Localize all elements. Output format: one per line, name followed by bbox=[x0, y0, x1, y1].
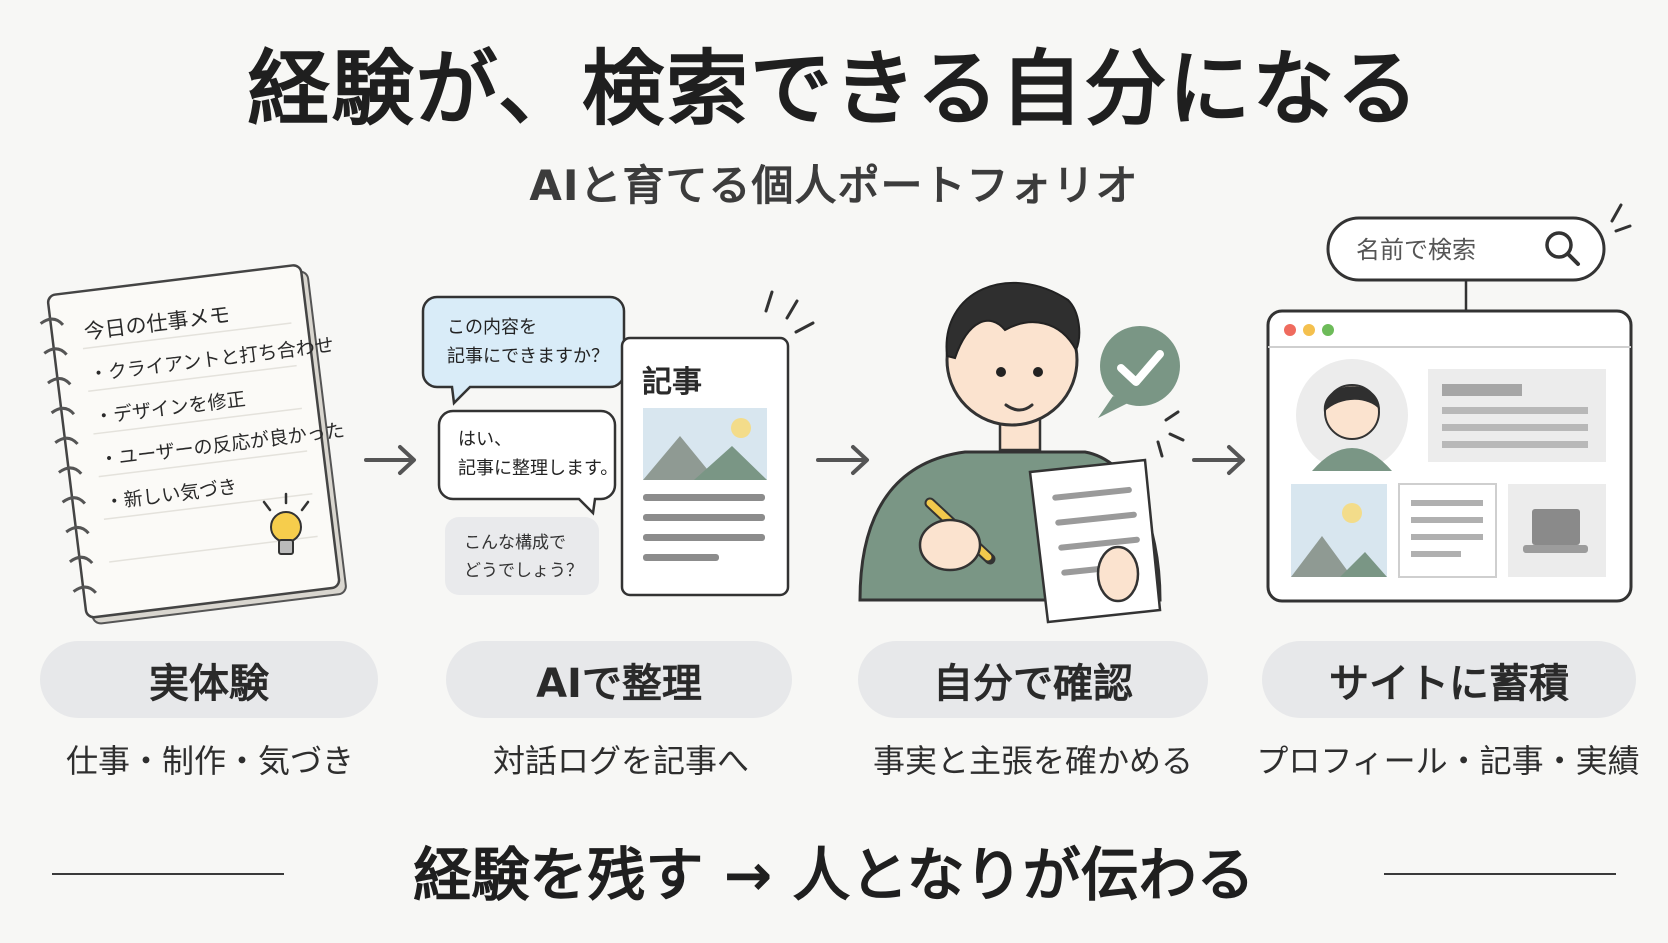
website-illustration: 名前で検索 bbox=[1266, 203, 1633, 603]
article-title: 記事 bbox=[642, 365, 702, 400]
person-reviewing-illustration bbox=[858, 281, 1185, 624]
arrow-right-icon bbox=[816, 445, 869, 475]
search-placeholder: 名前で検索 bbox=[1356, 236, 1476, 264]
tagline: 経験を残す → 人となりが伝わる bbox=[413, 841, 1255, 909]
step-caption: 仕事・制作・気づき bbox=[65, 742, 354, 780]
image-placeholder-icon bbox=[643, 408, 767, 480]
svg-text:こんな構成で: こんな構成で bbox=[464, 533, 566, 553]
search-icon[interactable] bbox=[1545, 231, 1580, 266]
svg-text:どうでしょう？: どうでしょう？ bbox=[464, 561, 583, 581]
image-placeholder-icon bbox=[1291, 484, 1387, 577]
chat-bubble-user: この内容を 記事にできますか？ bbox=[421, 295, 626, 406]
svg-text:記事に整理します。: 記事に整理します。 bbox=[458, 458, 618, 479]
chat-bubble-ai-suggestion: こんな構成で どうでしょう？ bbox=[445, 517, 599, 595]
step-label-experience: 実体験 bbox=[40, 641, 378, 718]
divider-left bbox=[52, 873, 284, 875]
step-label-site-accumulate: サイトに蓄積 bbox=[1262, 641, 1636, 718]
search-box[interactable]: 名前で検索 bbox=[1326, 216, 1606, 282]
arrow-right-icon bbox=[364, 445, 416, 475]
laptop-icon bbox=[1508, 484, 1606, 577]
spark-lines bbox=[1156, 410, 1185, 458]
step-label-ai-organize: AIで整理 bbox=[446, 641, 792, 718]
spiral-binding bbox=[39, 317, 97, 594]
paper-sheet bbox=[1028, 458, 1162, 624]
chat-bubble-ai: はい、 記事に整理します。 bbox=[437, 409, 618, 516]
svg-text:はい、: はい、 bbox=[458, 429, 512, 450]
page-title: 経験が、検索できる自分になる bbox=[247, 42, 1421, 137]
check-badge-icon bbox=[1098, 326, 1180, 418]
divider-right bbox=[1384, 873, 1616, 875]
chat-illustration: この内容を 記事にできますか？ はい、 記事に整理します。 こんな構成で どうで… bbox=[421, 290, 815, 597]
profile-card bbox=[1428, 369, 1606, 462]
notebook-illustration: 今日の仕事メモ ・クライアントと打ち合わせ ・デザインを修正 ・ユーザーの反応が… bbox=[39, 264, 347, 625]
svg-text:この内容を: この内容を bbox=[447, 317, 537, 338]
article-thumbnail bbox=[1398, 483, 1497, 578]
spark-lines bbox=[1610, 203, 1632, 233]
step-caption: プロフィール・記事・実績 bbox=[1256, 742, 1640, 780]
page-subtitle: AIと育てる個人ポートフォリオ bbox=[529, 161, 1139, 210]
lightbulb-icon bbox=[262, 492, 310, 555]
step-caption: 事実と主張を確かめる bbox=[872, 742, 1193, 780]
step-caption: 対話ログを記事へ bbox=[492, 742, 749, 780]
step-label-self-check: 自分で確認 bbox=[858, 641, 1208, 718]
avatar bbox=[1296, 359, 1408, 471]
arrow-right-icon bbox=[1192, 445, 1245, 475]
svg-text:記事にできますか？: 記事にできますか？ bbox=[447, 346, 609, 367]
article-document: 記事 bbox=[620, 336, 790, 597]
spark-lines bbox=[764, 290, 815, 334]
